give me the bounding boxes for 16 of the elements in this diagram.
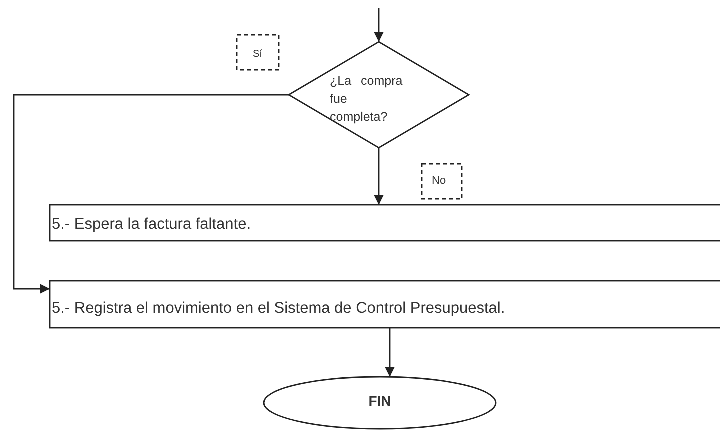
process-box — [49, 204, 720, 242]
process-text: 5.- Espera la factura faltante. — [52, 216, 252, 234]
terminator-ellipse — [263, 376, 497, 430]
arrow — [374, 148, 384, 205]
arrow — [374, 8, 384, 42]
decision-diamond — [288, 41, 470, 149]
arrow — [13, 94, 289, 294]
process-text: 5.- Registra el movimiento en el Sistema de Control Presupuestal. — [52, 300, 506, 318]
branch-label: No — [432, 175, 448, 187]
terminator-label: FIN — [368, 393, 392, 409]
dashed-label-box — [236, 34, 280, 71]
branch-label: Sí — [253, 49, 264, 60]
process-box — [49, 280, 720, 329]
arrow — [385, 328, 395, 377]
dashed-label-box — [421, 163, 463, 200]
decision-text: ¿La compra fue completa? — [330, 73, 404, 126]
